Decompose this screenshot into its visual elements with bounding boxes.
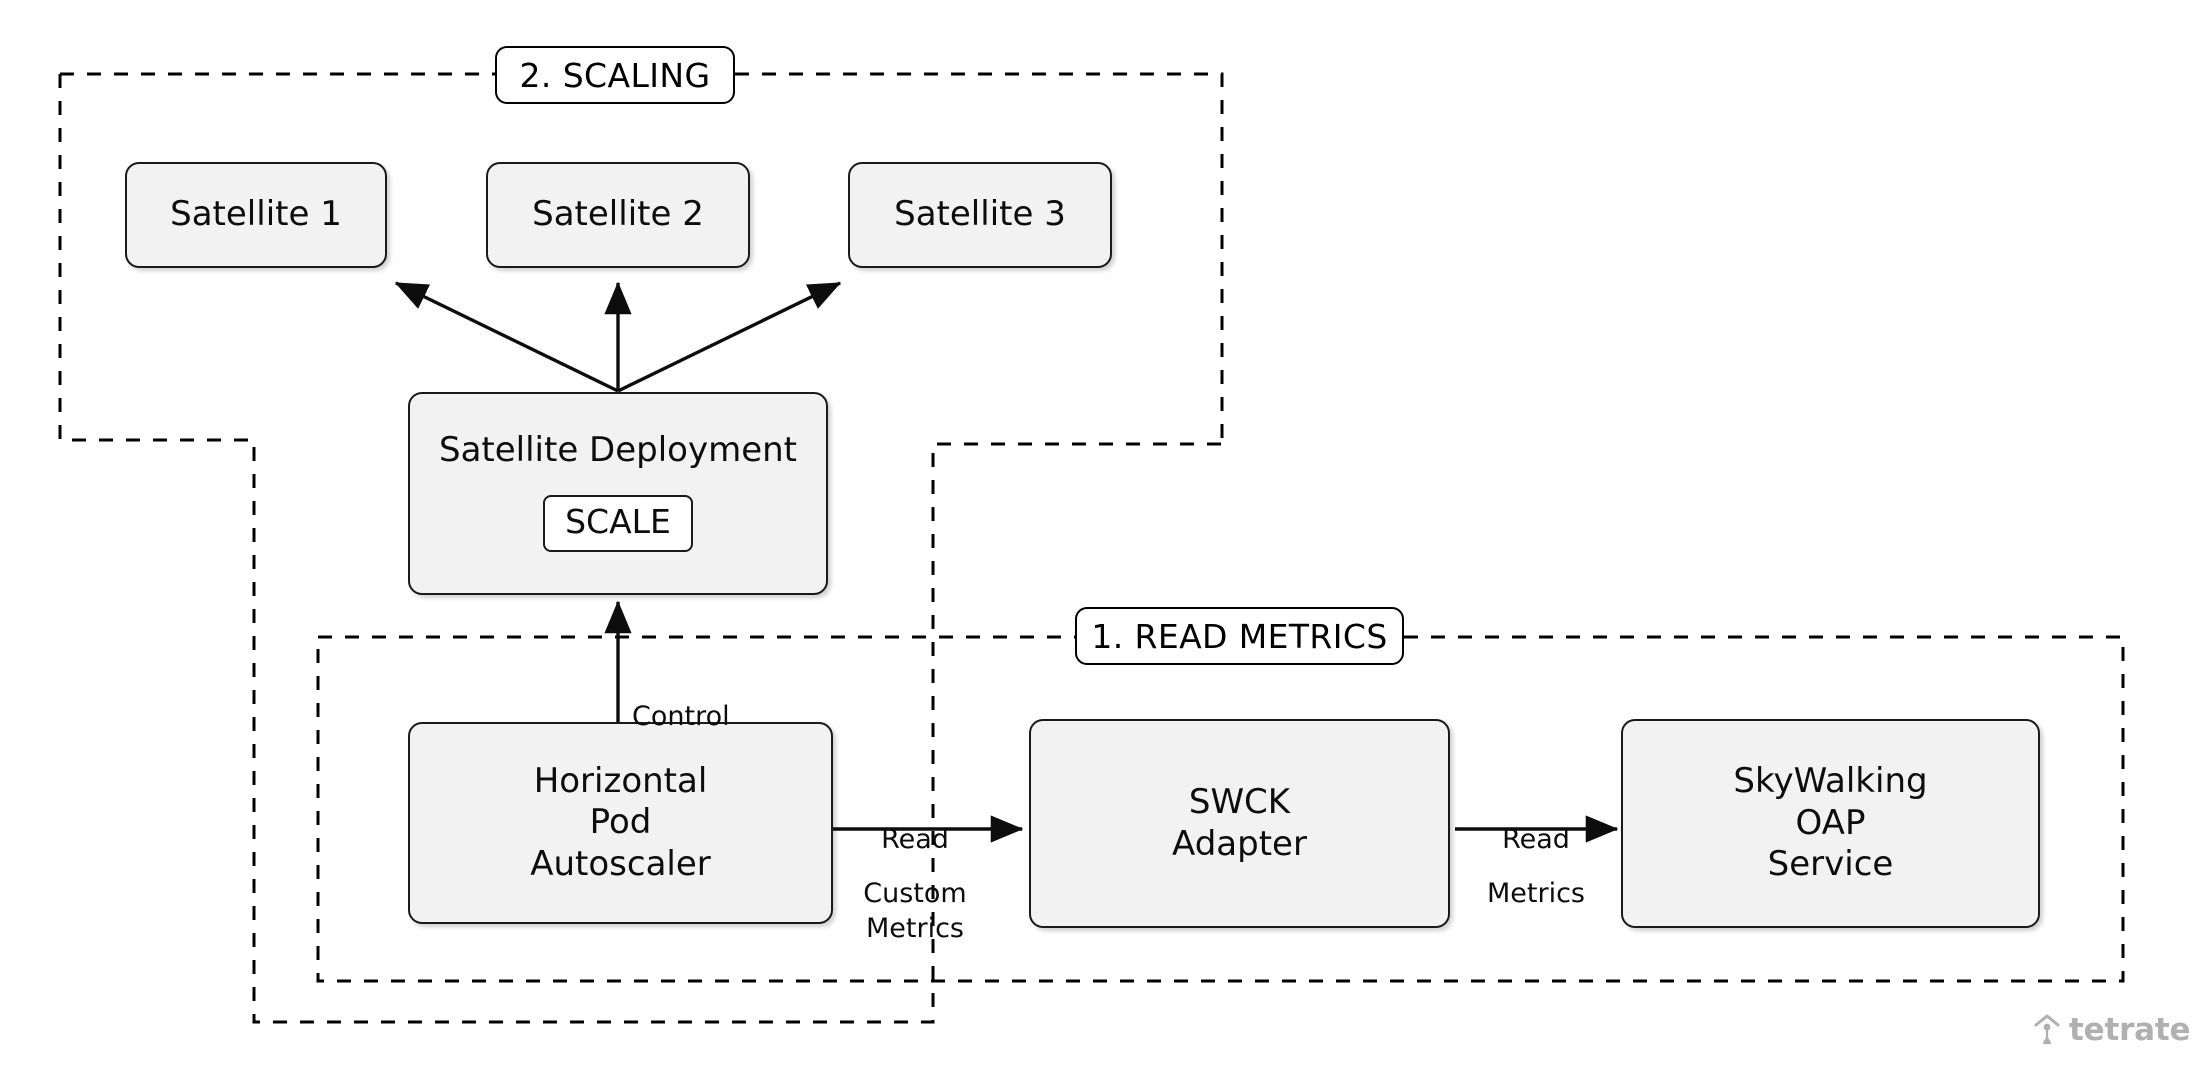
zone-label-read-metrics-text: 1. READ METRICS xyxy=(1091,616,1388,656)
zone-label-scaling-text: 2. SCALING xyxy=(519,55,711,95)
scale-badge[interactable]: SCALE xyxy=(543,495,693,552)
zone-outline-scaling xyxy=(58,72,1224,1024)
edge-label-read-metrics-bottom-text: Metrics xyxy=(1486,877,1585,909)
node-swck-adapter-label: SWCK Adapter xyxy=(1172,782,1307,864)
edge-deployment-to-satellite3 xyxy=(617,281,842,393)
node-satellite-1-label: Satellite 1 xyxy=(170,194,342,235)
edge-label-read-metrics-top-text: Read xyxy=(1502,823,1570,855)
tetrate-tent-icon xyxy=(2034,1014,2060,1045)
node-horizontal-pod-autoscaler[interactable]: Horizontal Pod Autoscaler xyxy=(408,722,833,924)
edge-label-read-custom-metrics-bottom: Custom Metrics xyxy=(835,840,995,947)
node-horizontal-pod-autoscaler-label: Horizontal Pod Autoscaler xyxy=(530,760,711,884)
edge-deployment-to-satellite1 xyxy=(394,281,619,393)
node-satellite-3[interactable]: Satellite 3 xyxy=(848,162,1112,268)
node-satellite-1[interactable]: Satellite 1 xyxy=(125,162,387,268)
zone-label-scaling: 2. SCALING xyxy=(495,46,735,104)
node-satellite-2-label: Satellite 2 xyxy=(532,194,704,235)
node-swck-adapter[interactable]: SWCK Adapter xyxy=(1029,719,1450,928)
edge-label-control-text: Control xyxy=(632,700,730,732)
node-skywalking-oap-service[interactable]: SkyWalking OAP Service xyxy=(1621,719,2040,928)
brand-watermark: tetrate xyxy=(2034,1012,2191,1048)
zone-label-read-metrics: 1. READ METRICS xyxy=(1075,607,1404,665)
edge-label-read-custom-metrics-top: Read xyxy=(835,786,995,857)
zone-outline-read-metrics xyxy=(316,635,2125,983)
node-satellite-deployment[interactable]: Satellite Deployment SCALE xyxy=(408,392,828,595)
brand-name: tetrate xyxy=(2069,1012,2191,1048)
edge-label-read-metrics-top: Read xyxy=(1455,786,1617,857)
node-satellite-2[interactable]: Satellite 2 xyxy=(486,162,750,268)
node-satellite-3-label: Satellite 3 xyxy=(894,194,1066,235)
edge-label-read-custom-metrics-bottom-text: Custom Metrics xyxy=(863,877,967,945)
edge-label-read-metrics-bottom: Metrics xyxy=(1455,840,1617,911)
node-satellite-deployment-label: Satellite Deployment xyxy=(438,430,798,470)
edge-label-control: Control xyxy=(632,663,812,734)
edge-label-read-custom-metrics-top-text: Read xyxy=(881,823,949,855)
node-skywalking-oap-service-label: SkyWalking OAP Service xyxy=(1733,761,1928,885)
